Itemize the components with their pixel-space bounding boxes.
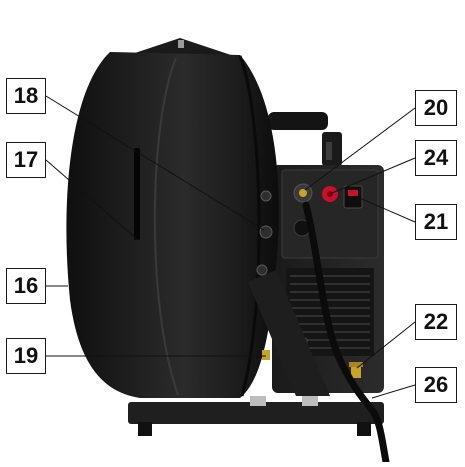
callout-26: 26	[415, 367, 457, 403]
base-plate	[128, 396, 384, 436]
callout-17: 17	[6, 142, 46, 178]
leader-lines	[45, 95, 416, 399]
callout-19: 19	[6, 338, 46, 374]
callout-20: 20	[415, 90, 457, 126]
wire-spool-cover	[66, 52, 330, 398]
callout-22: 22	[415, 304, 457, 340]
callout-16: 16	[6, 268, 46, 304]
handle	[268, 112, 342, 166]
callout-24: 24	[415, 140, 457, 176]
callout-21: 21	[415, 204, 457, 240]
callout-18: 18	[6, 78, 46, 114]
